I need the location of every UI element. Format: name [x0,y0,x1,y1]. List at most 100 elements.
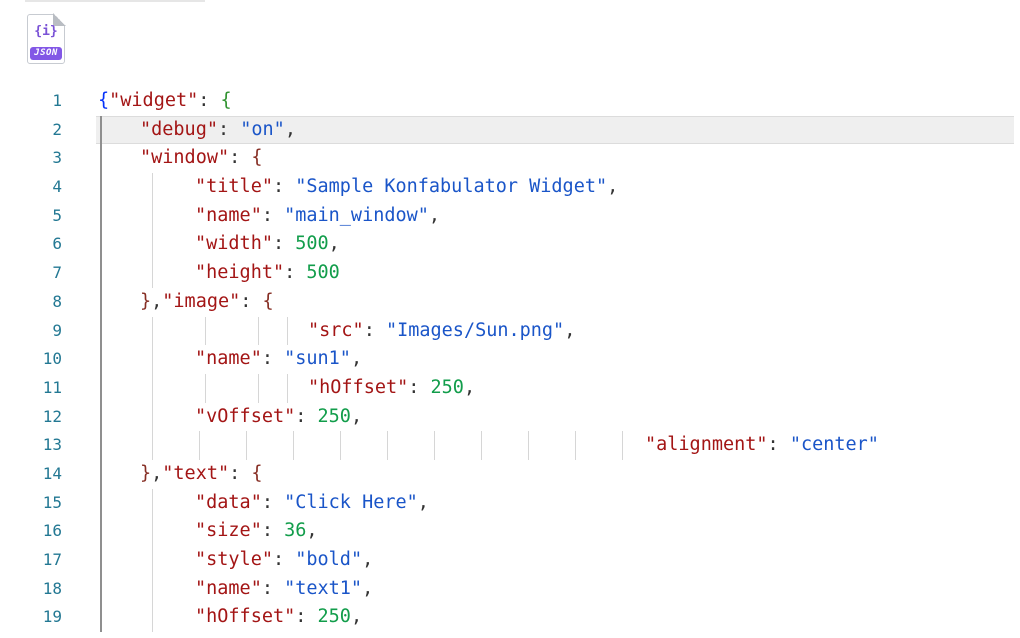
token-brace3: } [140,462,152,484]
code-line-content[interactable]: "name": "main_window", [98,201,1020,231]
code-editor: 1 {"widget": { 2 "debug": "on", 3 "window": {… [0,87,1020,633]
line-number[interactable]: 15 [42,492,62,512]
line-number[interactable]: 1 [52,91,62,110]
indent-guide [528,431,530,460]
token-punct: : [272,549,296,570]
token-punct: , [284,118,296,140]
line-number[interactable]: 7 [52,263,62,283]
line-number[interactable]: 17 [42,550,62,569]
code-line-content[interactable]: "src": "Images/Sun.png", [98,316,1020,346]
code-line: 18 "name": "text1", [0,574,1020,604]
token-key: "name" [195,204,262,226]
token-punct: , [306,520,318,542]
token-key: "hOffset" [308,376,409,398]
token-punct: : [767,434,790,456]
json-file-icon: {i} JSON [27,13,66,64]
code-line-content[interactable]: "title": "Sample Konfabulator Widget", [98,173,1020,202]
token-key: "vOffset" [195,405,296,427]
token-string: "on" [240,118,285,140]
line-number[interactable]: 13 [42,435,62,455]
indent-guide [434,431,436,460]
line-number[interactable]: 11 [42,377,62,397]
indent-guide [152,402,154,432]
code-line-content[interactable]: "window": { [98,144,1020,173]
code-line: 5 "name": "main_window", [0,201,1020,231]
code-text: "size": 36, [195,517,318,546]
code-text: "window": { [140,144,263,173]
code-line-content[interactable]: },"image": { [98,288,1020,317]
line-number[interactable]: 19 [42,607,62,627]
token-punct: , [151,290,163,312]
line-number[interactable]: 6 [52,234,62,254]
token-punct: : [272,233,296,255]
code-line-content[interactable]: "data": "Click Here", [98,488,1020,518]
file-icon-type-badge: JSON [30,47,62,60]
code-lines: 1 {"widget": { 2 "debug": "on", 3 "window": {… [0,87,1020,633]
code-line-content[interactable]: "name": "text1", [98,574,1020,604]
line-number[interactable]: 2 [52,119,62,139]
token-punct: : [295,606,318,628]
token-string: "center" [789,434,879,456]
indent-guide [152,373,154,403]
code-line-content[interactable]: "height": 500 [98,259,1020,288]
code-line-content[interactable]: "size": 36, [98,517,1020,546]
token-key: "hOffset" [195,606,296,628]
code-line-content[interactable]: "name": "sun1", [98,345,1020,374]
indent-guide [199,431,201,460]
code-line: 17 "style": "bold", [0,546,1020,575]
code-text: "height": 500 [195,259,340,288]
line-number[interactable]: 14 [42,463,62,483]
line-number[interactable]: 9 [52,320,62,340]
token-punct: , [564,319,576,341]
indent-guide [152,517,154,546]
code-line-content[interactable]: {"widget": { [98,87,1020,116]
code-line: 6 "width": 500, [0,230,1020,260]
code-text: "style": "bold", [195,546,373,575]
indent-guide [152,431,154,460]
cropped-toolbar-artifact [25,0,205,2]
line-number[interactable]: 5 [52,205,62,225]
code-line-content[interactable]: "hOffset": 250, [98,373,1020,403]
code-line-content[interactable]: "debug": "on", [98,116,1020,145]
indent-guide [387,431,389,460]
indent-guide [152,201,154,231]
code-line: 3 "window": { [0,144,1020,173]
line-number[interactable]: 16 [42,521,62,541]
line-number[interactable]: 8 [52,291,62,311]
line-number[interactable]: 3 [52,148,62,168]
token-punct: : [261,204,285,226]
token-punct: , [350,606,363,628]
token-brace1: { [98,90,110,111]
code-line-content[interactable]: "style": "bold", [98,546,1020,575]
token-key: "name" [195,348,262,370]
code-line: 19 "hOffset": 250, [0,603,1020,633]
line-number[interactable]: 12 [42,406,62,426]
line-number[interactable]: 10 [42,349,62,369]
code-line-content[interactable]: },"text": { [98,460,1020,489]
token-punct: , [417,491,429,513]
code-text: "alignment": "center" [645,431,879,460]
token-number: 250 [317,606,351,628]
code-line-content[interactable]: "vOffset": 250, [98,402,1020,432]
token-punct: , [350,405,363,427]
token-key: "src" [308,319,364,341]
line-number[interactable]: 4 [52,177,62,197]
code-text: "hOffset": 250, [308,374,475,403]
token-punct: : [295,405,318,427]
line-number[interactable]: 18 [42,578,62,598]
code-line-content[interactable]: "width": 500, [98,230,1020,260]
token-brace3: { [251,462,263,484]
code-line: 12 "vOffset": 250, [0,402,1020,432]
code-text: "debug": "on", [140,116,296,145]
token-brace3: { [262,290,274,312]
token-string: "bold" [295,549,363,570]
indent-guide [287,316,289,346]
token-string: "Sample Konfabulator Widget" [295,176,608,198]
code-line-content[interactable]: "alignment": "center" [98,431,1020,460]
token-punct: : [229,147,252,169]
indent-guide [258,373,260,403]
indent-guide [152,345,154,374]
code-line-content[interactable]: "hOffset": 250, [98,603,1020,633]
token-number: 500 [306,262,340,284]
indent-guide [205,373,207,403]
